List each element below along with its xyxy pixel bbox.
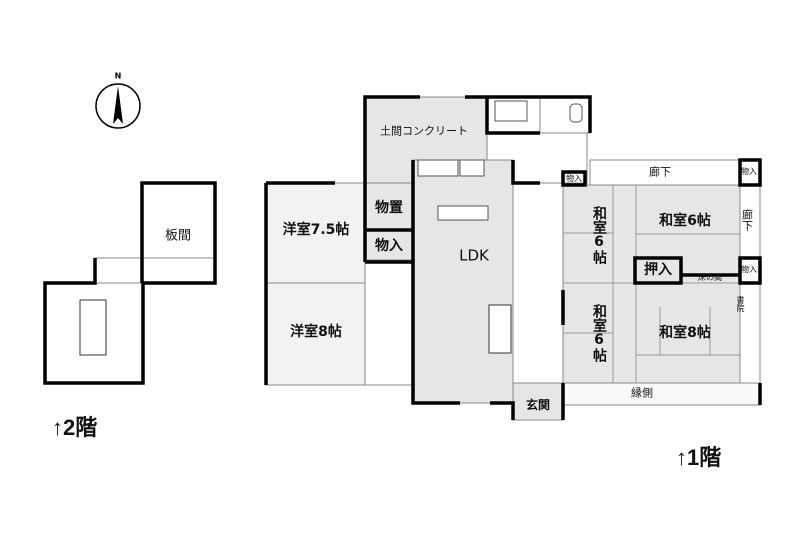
room-label-yoshitsu8: 洋室8帖 <box>290 324 342 340</box>
kitchen-fixtures <box>417 100 583 221</box>
north-compass <box>95 83 141 129</box>
room-label-washitsu6-a: 和室6帖 <box>591 206 607 264</box>
room-label-washitsu8: 和室8帖 <box>659 325 711 341</box>
room-label-shoin: 書院 <box>736 296 745 312</box>
room-label-doma: 土間コンクリート <box>380 124 468 138</box>
room-label-ldk: LDK <box>459 246 489 265</box>
room-label-roka-right: 廊下 <box>740 209 754 231</box>
stairs <box>79 299 512 356</box>
corridor-top <box>589 159 741 186</box>
room-label-roka-top: 廊下 <box>649 165 671 179</box>
engawa-area <box>562 382 761 406</box>
room-label-monoire-b: 物入 <box>741 167 757 176</box>
room-label-yoshitsu75: 洋室7.5帖 <box>282 222 350 238</box>
room-label-washitsu6-top: 和室6帖 <box>659 213 711 229</box>
compass-north-label: N <box>114 71 122 81</box>
room-label-oshiire: 押入 <box>644 262 672 278</box>
room-label-engawa: 縁側 <box>631 386 653 400</box>
floor-2-label: ↑2階 <box>52 415 98 440</box>
room-ldk <box>412 159 514 404</box>
room-label-monoire: 物入 <box>375 238 403 254</box>
room-label-monoire-a: 物入 <box>566 174 582 183</box>
room-label-monoire-c: 物入 <box>741 265 757 274</box>
room-monoire <box>364 229 414 261</box>
room-label-tokonoma: 床の間 <box>698 273 722 282</box>
hallway-center <box>512 182 564 384</box>
room-label-monooki: 物置 <box>375 200 403 216</box>
hall-2f <box>94 257 216 284</box>
floor-1-label: ↑1階 <box>676 445 722 470</box>
room-label-genkan: 玄関 <box>525 398 551 412</box>
walls <box>43 95 762 420</box>
room-label-washitsu6-b: 和室6帖 <box>591 304 607 362</box>
room-label-itama: 板間 <box>164 228 192 244</box>
hallway-west <box>364 261 414 386</box>
